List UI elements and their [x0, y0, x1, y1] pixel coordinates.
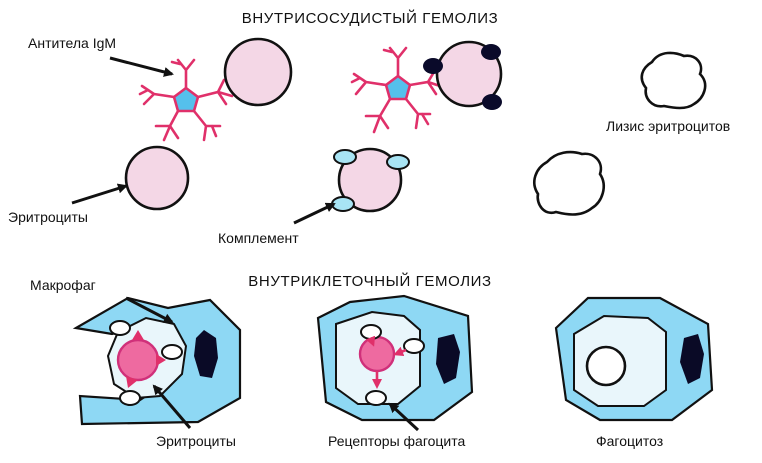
arrow-erythrocytes-bottom: [152, 384, 192, 429]
label-erythrocyte-lysis: Лизис эритроцитов: [606, 118, 730, 134]
arrow-igm: [109, 56, 174, 77]
label-erythrocytes-bottom: Эритроциты: [156, 433, 236, 449]
complement-membrane-attack: [423, 58, 443, 74]
engulfed-erythrocyte: [116, 338, 160, 382]
erythrocyte: [223, 37, 293, 107]
arrow-macrophage: [125, 296, 174, 324]
arrow-erythrocytes-top: [71, 183, 128, 205]
label-phagocytosis: Фагоцитоз: [596, 433, 663, 449]
title-intracellular: ВНУТРИКЛЕТОЧНЫЙ ГЕМОЛИЗ: [248, 272, 491, 290]
lysed-erythrocyte: [640, 51, 707, 110]
lysed-erythrocyte: [533, 150, 605, 216]
macrophage-nucleus: [436, 334, 460, 384]
receptor-binding: [126, 330, 166, 388]
label-macrophage: Макрофаг: [30, 277, 96, 293]
phagocytosed-erythrocyte: [585, 345, 627, 387]
arrow-phagocyte-receptors: [388, 402, 420, 432]
macrophage-nucleus: [194, 330, 218, 378]
complement-membrane-attack: [481, 44, 501, 60]
macrophage-nucleus: [680, 334, 704, 384]
phagocyte-receptor: [403, 338, 425, 354]
phagocyte-receptor: [360, 324, 382, 340]
label-complement: Комплемент: [218, 230, 299, 246]
title-intravascular: ВНУТРИСОСУДИСТЫЙ ГЕМОЛИЗ: [242, 9, 499, 27]
phagocyte-receptor: [109, 320, 131, 336]
erythrocyte: [337, 147, 403, 213]
erythrocyte: [124, 145, 190, 211]
label-phagocyte-receptors: Рецепторы фагоцита: [328, 433, 466, 449]
complement-membrane-attack: [482, 94, 502, 110]
engulfed-erythrocyte: [358, 335, 396, 373]
arrow-complement: [293, 202, 336, 225]
complement-component: [333, 149, 357, 165]
phagocyte-receptor: [365, 390, 387, 406]
complement-component: [331, 196, 355, 212]
label-erythrocytes-top: Эритроциты: [8, 209, 88, 225]
label-igm-antibodies: Антитела IgM: [28, 35, 116, 51]
igm-antibody: [138, 58, 234, 142]
receptor-arrows: [365, 335, 407, 389]
phagocyte-receptor: [161, 344, 183, 360]
igm-antibody: [350, 46, 442, 134]
phagocyte-receptor: [119, 390, 141, 406]
complement-component: [386, 154, 410, 170]
